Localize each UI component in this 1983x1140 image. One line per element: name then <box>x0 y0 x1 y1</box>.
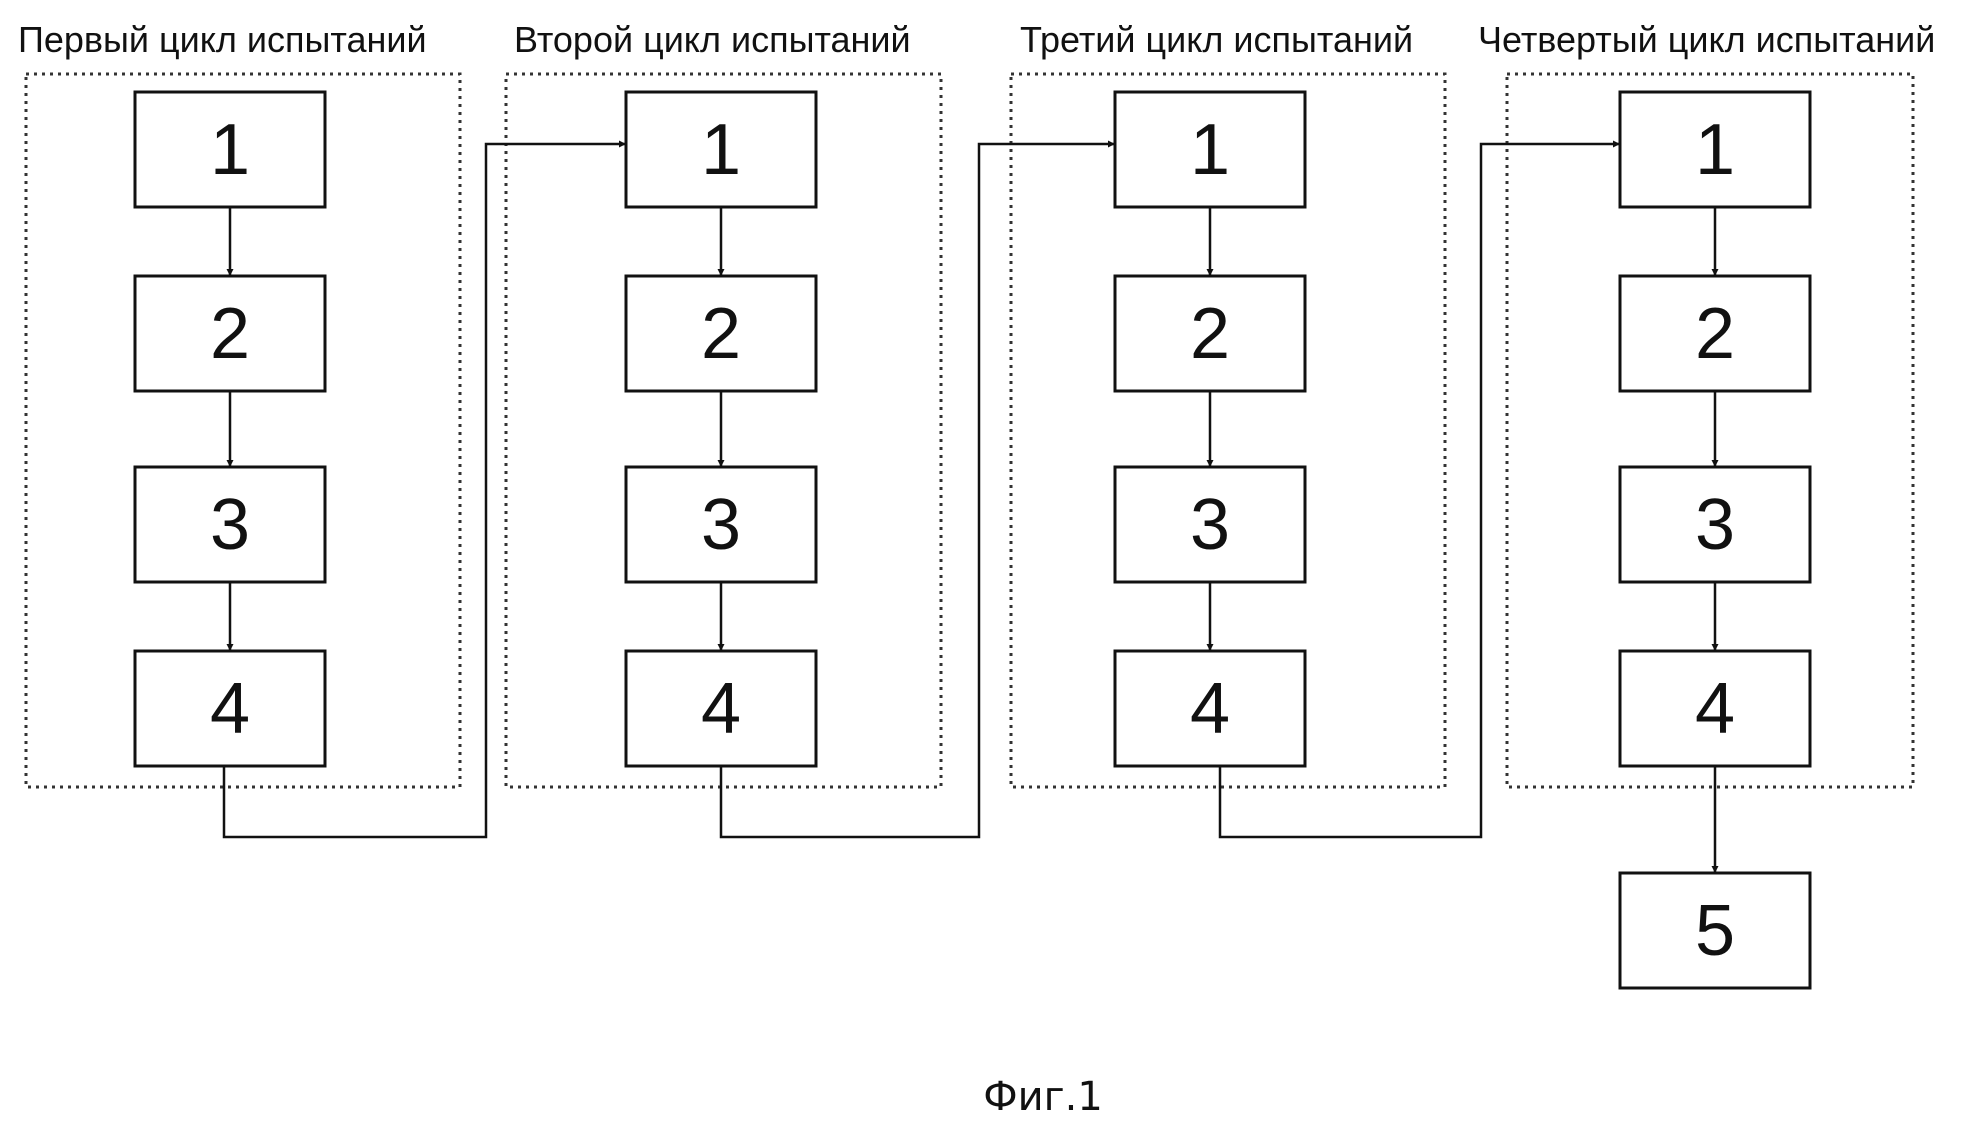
cycle-title: Третий цикл испытаний <box>1020 19 1413 60</box>
step-box: 3 <box>626 467 816 582</box>
step-number: 3 <box>210 485 250 565</box>
cycle-group-3: Третий цикл испытаний 1 2 3 4 <box>1011 19 1445 787</box>
step-box: 2 <box>626 276 816 391</box>
step-number: 4 <box>210 669 250 749</box>
step-box: 3 <box>135 467 325 582</box>
step-number: 1 <box>701 110 741 190</box>
step-number: 4 <box>1190 669 1230 749</box>
step-number: 1 <box>1695 110 1735 190</box>
step-box: 3 <box>1620 467 1810 582</box>
cycle-title: Первый цикл испытаний <box>18 19 427 60</box>
step-number: 4 <box>701 669 741 749</box>
cycle-title: Второй цикл испытаний <box>514 19 911 60</box>
step-box: 2 <box>1620 276 1810 391</box>
step-number: 4 <box>1695 669 1735 749</box>
step-box: 1 <box>626 92 816 207</box>
cycle-group-1: Первый цикл испытаний 1 2 3 4 <box>18 19 460 787</box>
step-box: 4 <box>1115 651 1305 766</box>
step-number: 3 <box>1190 485 1230 565</box>
figure-caption: Фиг.1 <box>983 1074 1103 1120</box>
step-box: 3 <box>1115 467 1305 582</box>
cycle-group-2: Второй цикл испытаний 1 2 3 4 <box>506 19 941 787</box>
step-number: 1 <box>210 110 250 190</box>
step-box: 2 <box>135 276 325 391</box>
step-box: 4 <box>135 651 325 766</box>
step-box: 4 <box>626 651 816 766</box>
cycle-group-4: Четвертый цикл испытаний 1 2 3 4 <box>1478 19 1935 787</box>
final-step-box: 5 <box>1620 873 1810 988</box>
step-number: 2 <box>210 294 250 374</box>
step-box: 2 <box>1115 276 1305 391</box>
step-box: 1 <box>135 92 325 207</box>
step-number: 3 <box>1695 485 1735 565</box>
step-number: 2 <box>1190 294 1230 374</box>
step-box: 1 <box>1115 92 1305 207</box>
step-number: 2 <box>701 294 741 374</box>
step-box: 1 <box>1620 92 1810 207</box>
step-box: 4 <box>1620 651 1810 766</box>
step-number: 2 <box>1695 294 1735 374</box>
step-number: 1 <box>1190 110 1230 190</box>
cycle-title: Четвертый цикл испытаний <box>1478 19 1935 60</box>
step-number: 3 <box>701 485 741 565</box>
step-number: 5 <box>1695 891 1735 971</box>
